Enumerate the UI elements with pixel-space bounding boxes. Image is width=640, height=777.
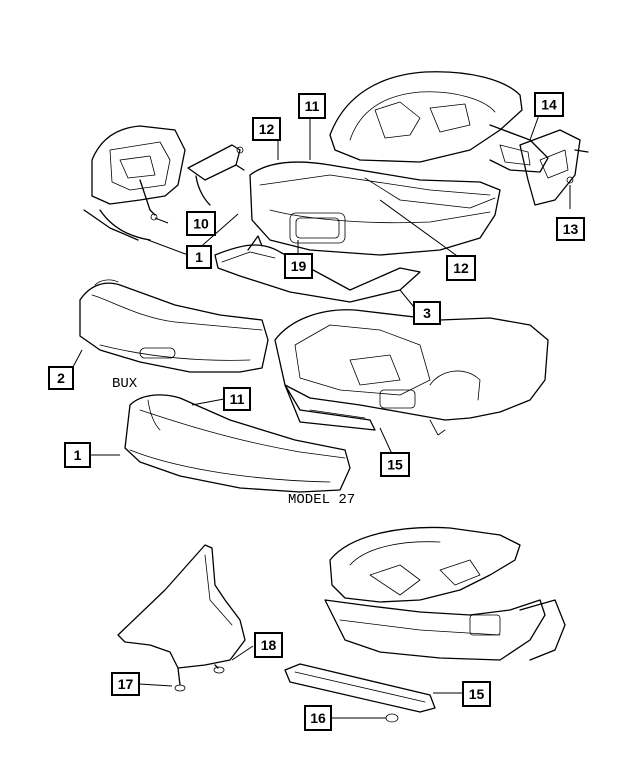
bux-caption: BUX <box>112 376 138 392</box>
callout-11-upper-label: 11 <box>305 98 320 114</box>
callout-18-label: 18 <box>261 637 277 653</box>
model-27-caption: MODEL 27 <box>288 492 355 508</box>
callout-12-lower: 12 <box>446 255 476 281</box>
callout-12-upper-label: 12 <box>259 121 275 137</box>
leader-lines <box>72 114 571 719</box>
callout-2: 2 <box>48 366 74 390</box>
callout-11-lower-label: 11 <box>230 391 245 407</box>
callout-14-label: 14 <box>541 97 557 113</box>
callout-15-upper-label: 15 <box>387 457 403 473</box>
callout-1-upper-label: 1 <box>195 249 203 265</box>
callout-10-label: 10 <box>193 216 209 232</box>
callout-1-lower: 1 <box>64 442 91 468</box>
callout-12-upper: 12 <box>252 117 281 141</box>
callout-19-label: 19 <box>291 258 307 274</box>
callout-16: 16 <box>304 705 332 731</box>
callout-1-lower-label: 1 <box>74 447 82 463</box>
callout-16-label: 16 <box>310 710 326 726</box>
quarter-panel-detail-illustration <box>83 125 245 241</box>
callout-11-upper: 11 <box>298 93 326 119</box>
callout-13-label: 13 <box>563 221 579 237</box>
rear-fascia-assembly-illustration <box>214 71 589 303</box>
callout-10: 10 <box>186 211 216 236</box>
rear-body-reinforcement-illustration <box>284 526 566 723</box>
callout-1-upper: 1 <box>186 245 212 269</box>
callout-15-lower-label: 15 <box>469 686 485 702</box>
bux-fascia-illustration <box>79 279 269 373</box>
callout-17: 17 <box>111 672 140 696</box>
callout-17-label: 17 <box>118 676 134 692</box>
callout-11-lower: 11 <box>223 387 251 411</box>
callout-12-lower-label: 12 <box>453 260 469 276</box>
callout-3: 3 <box>413 301 441 325</box>
callout-13: 13 <box>556 217 585 241</box>
callout-19: 19 <box>284 253 313 279</box>
callout-15-lower: 15 <box>462 681 491 707</box>
callout-14: 14 <box>534 92 564 117</box>
callout-3-label: 3 <box>423 305 431 321</box>
model-27-fascia-illustration <box>124 394 351 493</box>
model-27-rear-body-illustration <box>274 309 549 436</box>
callout-15-upper: 15 <box>380 452 410 477</box>
callout-2-label: 2 <box>57 370 65 386</box>
lower-quarter-panel-illustration <box>117 544 246 692</box>
callout-18: 18 <box>254 632 283 658</box>
